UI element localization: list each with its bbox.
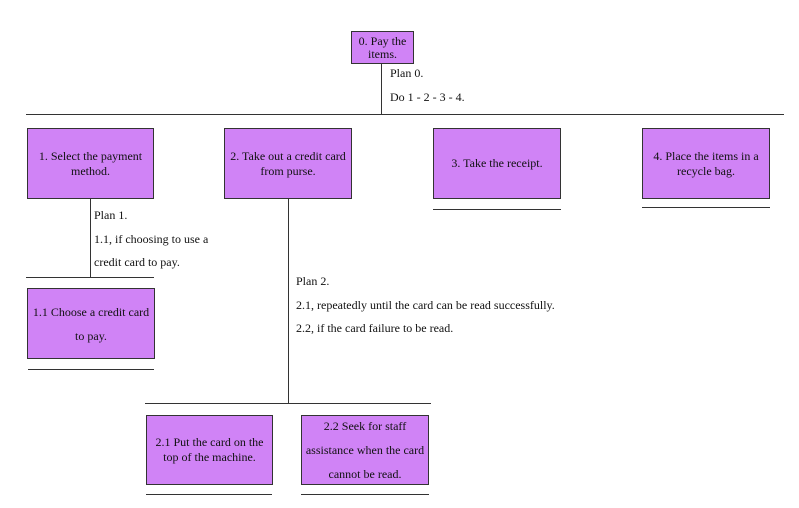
connector-n2-down <box>288 198 289 404</box>
node-3-label: 3. Take the receipt. <box>451 156 543 170</box>
node-3[interactable]: 3. Take the receipt. <box>433 128 561 199</box>
plan-2-line-1: 2.1, repeatedly until the card can be re… <box>296 297 555 312</box>
node-4[interactable]: 4. Place the items in a recycle bag. <box>642 128 770 199</box>
node-root[interactable]: 0. Pay the items. <box>351 31 414 64</box>
plan-1-line-1: 1.1, if choosing to use a <box>94 231 209 246</box>
plan-0: Plan 0. Do 1 - 2 - 3 - 4. <box>390 62 465 109</box>
n1-1-stop-line <box>28 369 154 370</box>
n4-stop-line <box>642 207 770 208</box>
node-1-label: 1. Select the payment method. <box>38 148 143 178</box>
node-1[interactable]: 1. Select the payment method. <box>27 128 154 199</box>
plan-1-line-2: credit card to pay. <box>94 255 180 269</box>
n1-children-bar <box>26 277 154 278</box>
node-1-1-label: 1.1 Choose a credit card to pay. <box>32 304 150 343</box>
node-2[interactable]: 2. Take out a credit card from purse. <box>224 128 352 199</box>
node-root-label: 0. Pay the items. <box>358 33 407 61</box>
n2-2-stop-line <box>301 494 429 495</box>
node-2-1-label: 2.1 Put the card on the top of the machi… <box>155 435 264 464</box>
plan-1-title: Plan 1. <box>94 208 128 222</box>
n2-1-stop-line <box>146 494 272 495</box>
plan-2: Plan 2. 2.1, repeatedly until the card c… <box>296 270 555 341</box>
plan-0-title: Plan 0. <box>390 66 424 80</box>
n2-children-bar <box>145 403 431 404</box>
node-2-1[interactable]: 2.1 Put the card on the top of the machi… <box>146 415 273 485</box>
n3-stop-line <box>433 209 561 210</box>
node-1-1[interactable]: 1.1 Choose a credit card to pay. <box>27 288 155 359</box>
node-2-label: 2. Take out a credit card from purse. <box>230 148 346 178</box>
node-2-2-label: 2.2 Seek for staff assistance when the c… <box>305 419 425 481</box>
connector-root-down <box>381 63 382 115</box>
node-2-2[interactable]: 2.2 Seek for staff assistance when the c… <box>301 415 429 485</box>
connector-n1-down <box>90 198 91 278</box>
plan-2-line-2: 2.2, if the card failure to be read. <box>296 321 454 335</box>
plan-0-line-1: Do 1 - 2 - 3 - 4. <box>390 89 465 104</box>
node-4-label: 4. Place the items in a recycle bag. <box>653 148 759 178</box>
plan-2-title: Plan 2. <box>296 274 330 288</box>
level1-bar <box>26 114 784 115</box>
plan-1: Plan 1. 1.1, if choosing to use a credit… <box>94 204 208 275</box>
